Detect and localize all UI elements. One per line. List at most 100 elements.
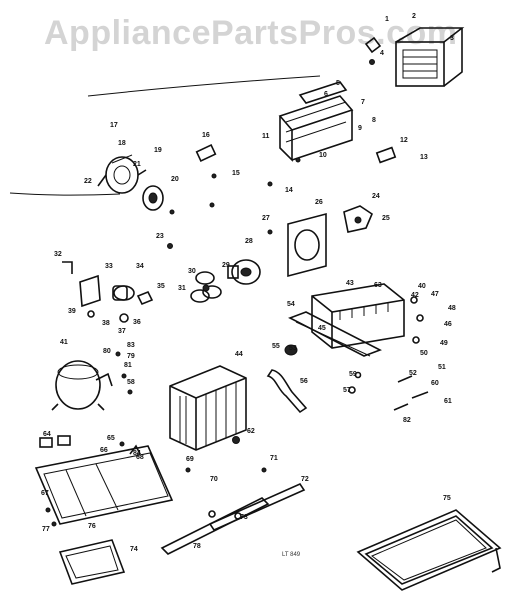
callout-label: 63 [374, 282, 382, 289]
drain-tube-part [266, 369, 308, 414]
callout-label: 51 [438, 364, 446, 371]
callout-label: 13 [420, 154, 428, 161]
callout-label: 68 [136, 454, 144, 461]
condenser-fan-motor [227, 259, 261, 285]
condenser-coil-part [278, 81, 354, 162]
callout-label: 78 [193, 543, 201, 550]
callout-label: 2 [412, 13, 416, 20]
control-housing-part [395, 27, 465, 87]
callout-label: 16 [202, 132, 210, 139]
callout-label: 7 [361, 99, 365, 106]
callout-label: 6 [324, 91, 328, 98]
callout-label: 81 [124, 362, 132, 369]
callout-label: 75 [443, 495, 451, 502]
grommet-part [284, 344, 298, 356]
callout-label: 32 [54, 251, 62, 258]
callout-label: 74 [130, 546, 138, 553]
drain-pan-part [356, 509, 502, 591]
fan-shroud-part [287, 212, 327, 278]
compressor-part [51, 360, 113, 411]
callout-label: 20 [171, 176, 179, 183]
callout-label: 71 [270, 455, 278, 462]
callout-label: 70 [210, 476, 218, 483]
callout-label: 54 [287, 301, 295, 308]
callout-label: 26 [315, 199, 323, 206]
callout-label: 44 [235, 351, 243, 358]
watermark-text: AppliancePartsPros.com [44, 14, 458, 52]
callout-label: 8 [372, 117, 376, 124]
callout-label: 33 [105, 263, 113, 270]
bolt-part [232, 436, 240, 444]
callout-label: 25 [382, 215, 390, 222]
callout-label: 52 [409, 370, 417, 377]
callout-label: 45 [318, 325, 326, 332]
callout-label: 84 [133, 450, 141, 457]
callout-label: 27 [262, 215, 270, 222]
callout-label: 30 [188, 268, 196, 275]
callout-label: 41 [60, 339, 68, 346]
callout-label: 72 [301, 476, 309, 483]
callout-label: 22 [84, 178, 92, 185]
callout-label: 76 [88, 523, 96, 530]
callout-label: 46 [444, 321, 452, 328]
callout-label: 29 [222, 262, 230, 269]
callout-label: 48 [448, 305, 456, 312]
callout-label: 82 [403, 417, 411, 424]
evaporator-tray-assembly [288, 283, 405, 357]
screws-misc [45, 157, 301, 527]
callout-label: 14 [285, 187, 293, 194]
callout-label: 55 [272, 343, 280, 350]
callout-label: 49 [440, 340, 448, 347]
small-fasteners-right [348, 296, 429, 411]
leveling-pad-part [39, 437, 53, 448]
callout-label: 11 [262, 133, 270, 140]
callout-label: 53 [289, 345, 297, 352]
support-rail-part [160, 482, 306, 555]
callout-label: 1 [385, 16, 389, 23]
damper-bracket-part [343, 205, 373, 233]
callout-label: 67 [41, 490, 49, 497]
bracket-part [195, 144, 217, 162]
relay-assembly [62, 261, 154, 323]
callout-label: 62 [247, 428, 255, 435]
callout-label: 36 [133, 319, 141, 326]
callout-label: 31 [178, 285, 186, 292]
compressor-rack-part [169, 365, 247, 451]
callout-label: 83 [127, 342, 135, 349]
callout-label: 28 [245, 238, 253, 245]
callout-label: 21 [133, 161, 141, 168]
callout-label: 35 [157, 283, 165, 290]
cover-plate-part [58, 539, 126, 585]
callout-label: 65 [107, 435, 115, 442]
callout-label: 77 [42, 526, 50, 533]
pencil-line-left [9, 192, 121, 196]
callout-label: 3 [450, 35, 454, 42]
callout-label: 39 [68, 308, 76, 315]
callout-label: 61 [444, 398, 452, 405]
callout-label: 10 [319, 152, 327, 159]
callout-label: 80 [103, 348, 111, 355]
callout-label: 59 [349, 371, 357, 378]
callout-label: 17 [110, 122, 118, 129]
callout-label: 47 [431, 291, 439, 298]
callout-label: 58 [127, 379, 135, 386]
callout-label: 50 [420, 350, 428, 357]
callout-label: 42 [411, 292, 419, 299]
pencil-line-top [87, 75, 321, 97]
callout-label: 4 [380, 50, 384, 57]
callout-label: 5 [336, 80, 340, 87]
control-knob-part [364, 36, 382, 65]
callout-label: 79 [127, 353, 135, 360]
leveling-pad-part [57, 435, 71, 446]
callout-label: 9 [358, 125, 362, 132]
callout-label: 23 [156, 233, 164, 240]
callout-label: 38 [102, 320, 110, 327]
callout-label: 34 [136, 263, 144, 270]
callout-label: 56 [300, 378, 308, 385]
callout-label: 15 [232, 170, 240, 177]
callout-label: 69 [186, 456, 194, 463]
callout-label: 57 [343, 387, 351, 394]
